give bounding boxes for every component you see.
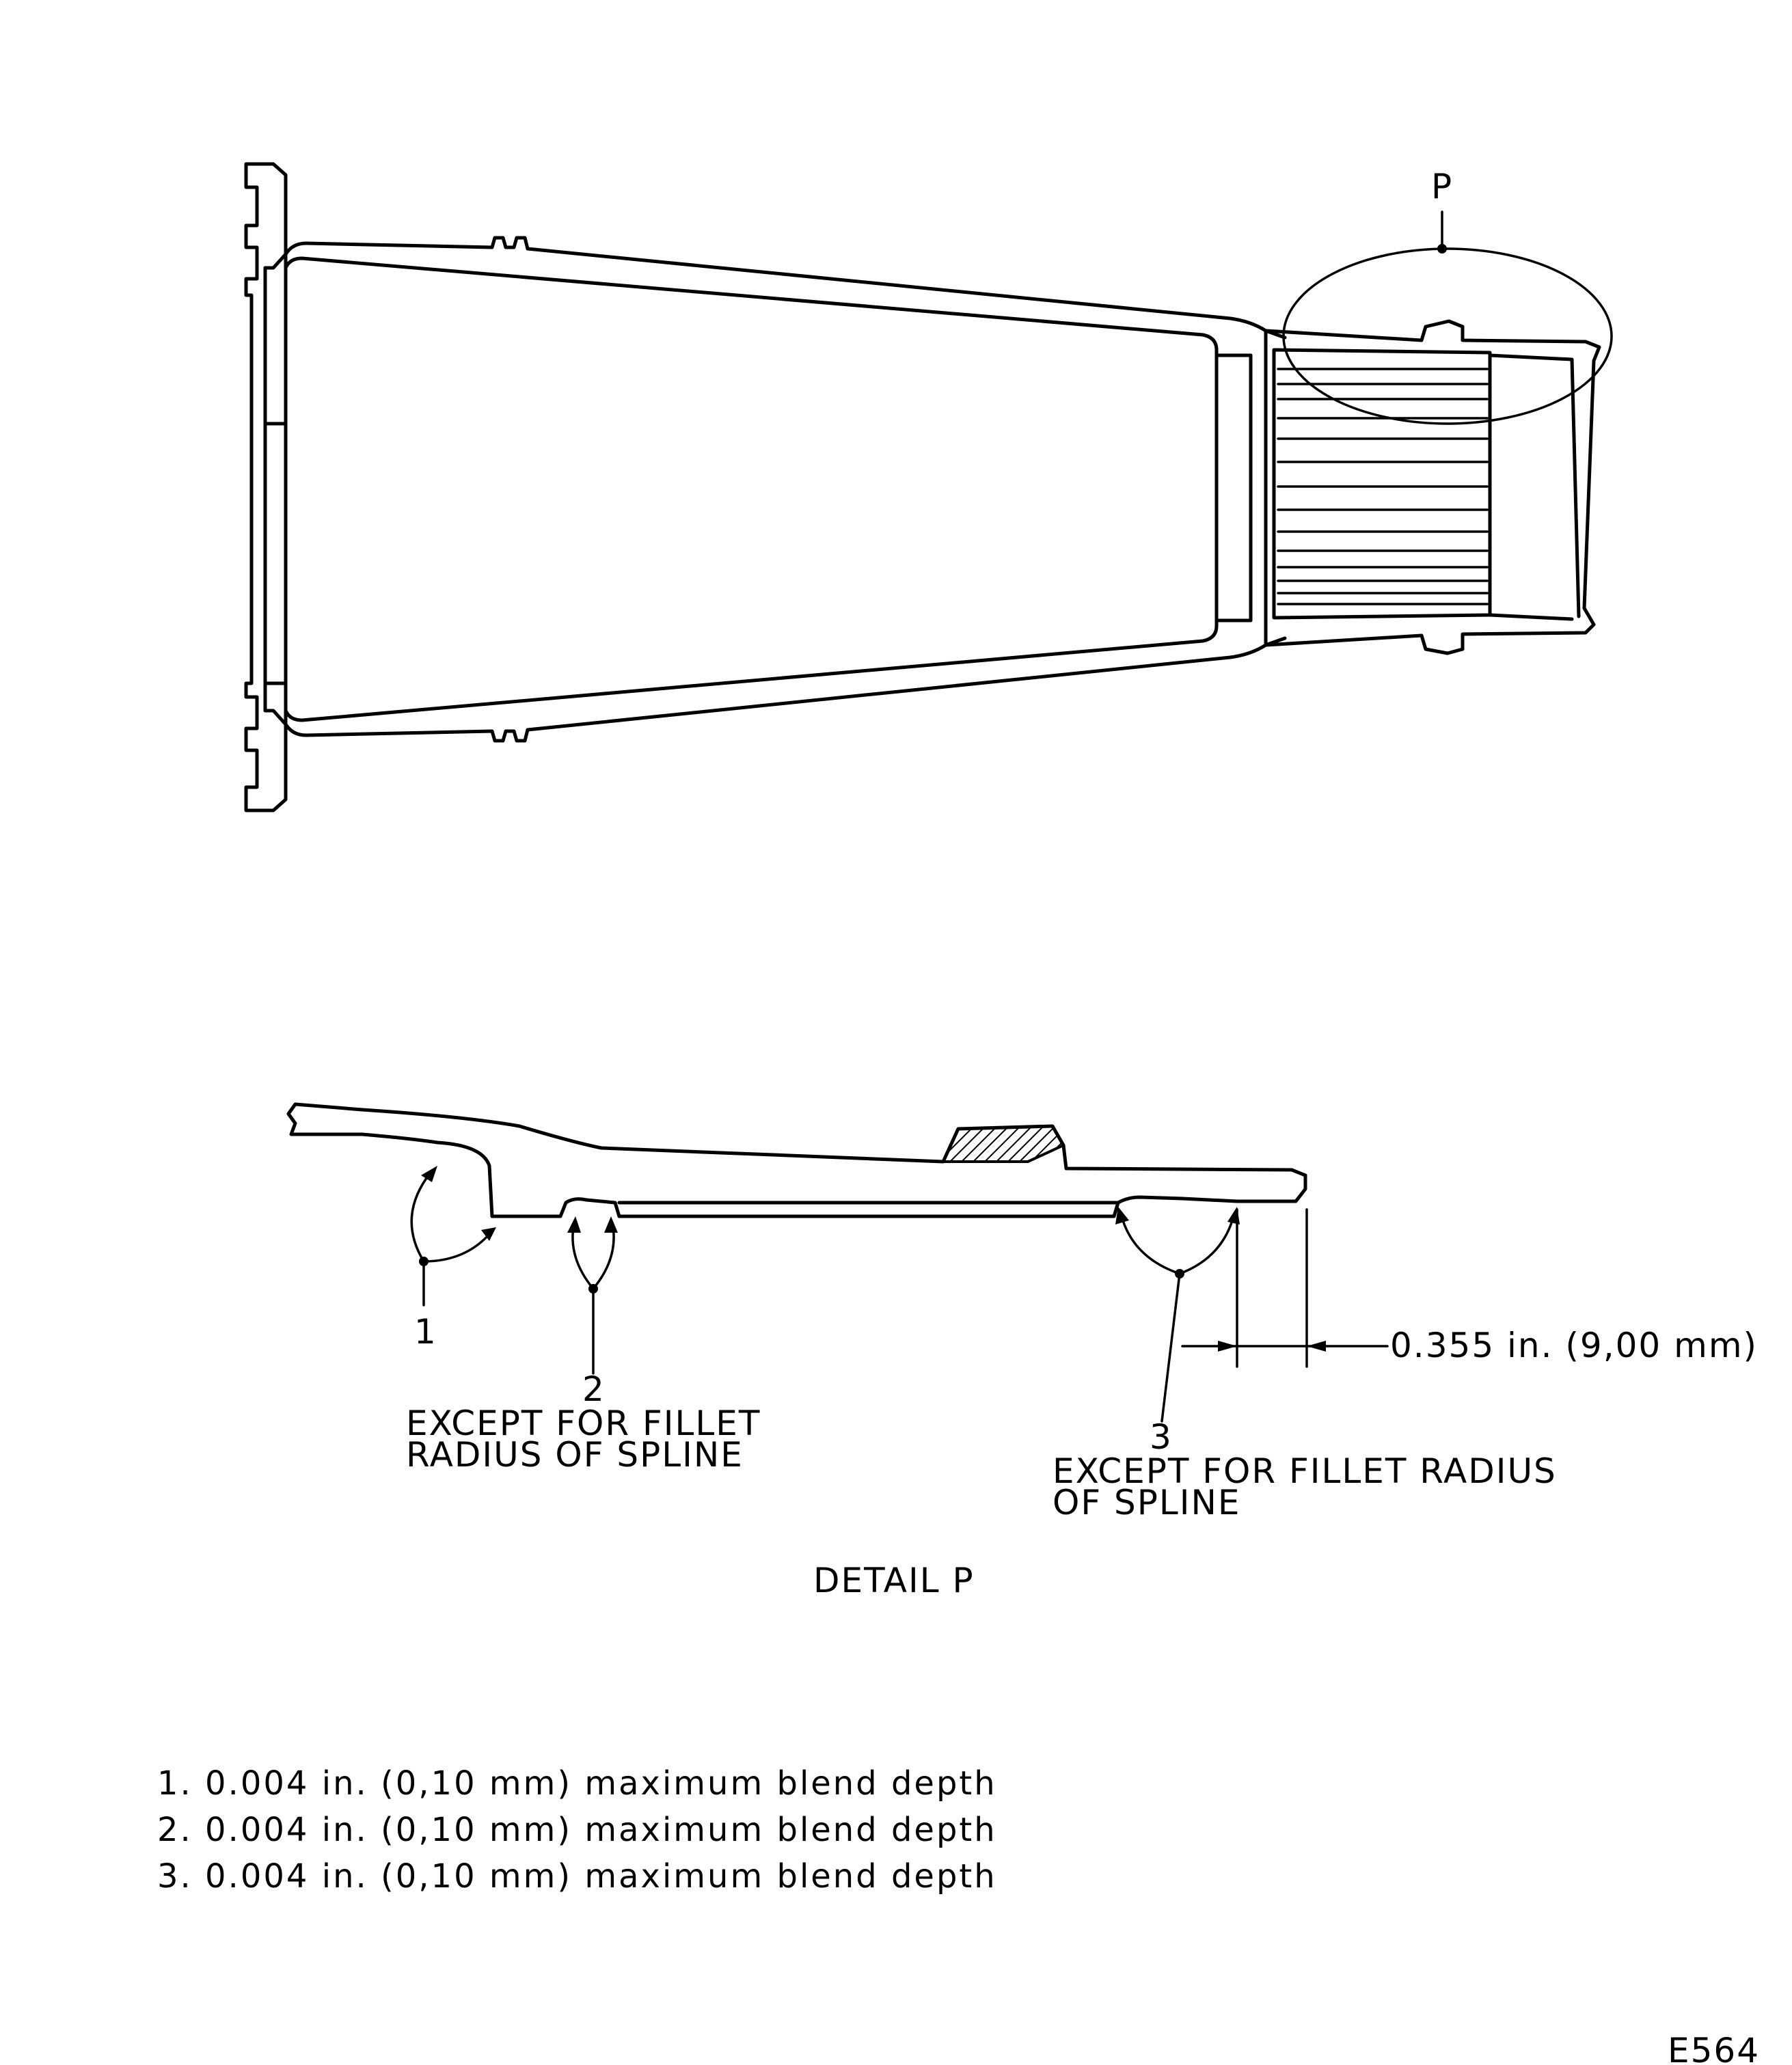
callout-2-number: 2: [582, 1369, 606, 1409]
cone-shaft-drawing: P: [244, 162, 1613, 812]
cone-upper-wall: [284, 236, 1287, 357]
figure-id: E564: [1668, 2031, 1760, 2065]
detail-title: DETAIL P: [813, 1561, 975, 1600]
note-2: 2. 0.004 in. (0,10 mm) maximum blend dep…: [157, 1811, 997, 1849]
callout-2-text-line1: EXCEPT FOR FILLET: [406, 1404, 761, 1443]
callout-3-number: 3: [1150, 1417, 1173, 1457]
note-3: 3. 0.004 in. (0,10 mm) maximum blend dep…: [157, 1857, 997, 1896]
callout-1-number: 1: [414, 1312, 437, 1352]
callout-1-arrows: [410, 1166, 496, 1307]
flange: [244, 162, 288, 812]
callout-3-arrows: [1115, 1207, 1240, 1423]
callout-p-label: P: [1431, 167, 1453, 206]
callout-2-text-line2: RADIUS OF SPLINE: [406, 1435, 744, 1475]
dimension-label: 0.355 in. (9,00 mm): [1390, 1326, 1758, 1365]
callout-2-arrows: [567, 1216, 618, 1375]
dimension-lines: [1181, 1208, 1389, 1368]
detail-p-drawing: [286, 1102, 1307, 1218]
bore-end: [1214, 348, 1253, 628]
detail-p-circle: [1282, 210, 1613, 425]
cone-lower-wall: [284, 618, 1287, 743]
callout-3-text-line2: OF SPLINE: [1053, 1483, 1241, 1522]
spline-tube: [1264, 319, 1601, 655]
note-1: 1. 0.004 in. (0,10 mm) maximum blend dep…: [157, 1764, 997, 1803]
callout-3-text-line1: EXCEPT FOR FILLET RADIUS: [1053, 1451, 1557, 1491]
